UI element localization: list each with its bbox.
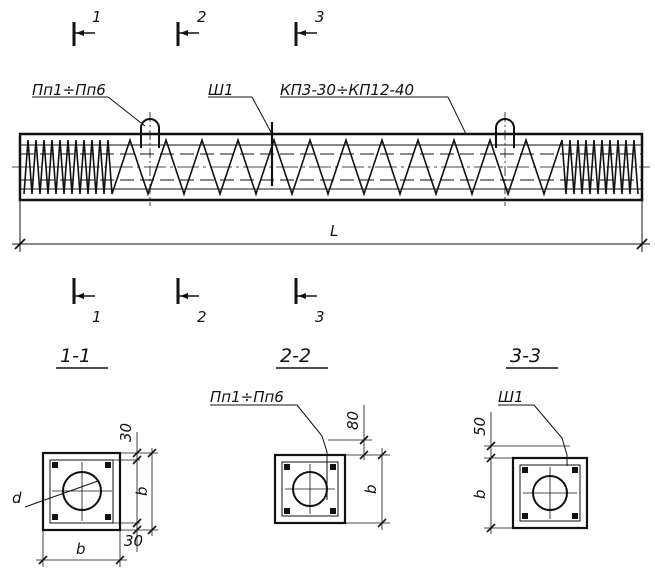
section-2-2: 2-2 Пп1÷Пп6 80 b [210,345,390,530]
cut-mark-label: 3 [315,308,325,326]
dim-top-80: 80 [344,411,362,430]
lifting-loop-right [485,112,525,206]
side-b-right: b [362,484,380,494]
callout-spiral-cages: КП3-30÷КП12-40 [280,81,414,99]
cut-mark-label: 1 [92,8,102,26]
cut-mark-label: 2 [197,8,207,26]
dim-bottom-30: 30 [124,532,143,550]
cut-mark-bottom-3: 3 [294,278,325,326]
cut-mark-bottom-1: 1 [72,278,102,326]
cut-mark-top-2: 2 [176,8,207,46]
cut-mark-label: 1 [92,308,102,326]
diameter-label: d [12,489,22,507]
side-b-right: b [133,486,151,496]
cut-mark-label: 2 [197,308,207,326]
section-3-3: 3-3 Ш1 50 b [471,345,589,534]
cut-mark-top-1: 1 [72,8,102,46]
side-b-left: b [471,489,489,499]
cut-mark-top-3: 3 [294,8,325,46]
dim-top-50: 50 [471,417,489,436]
section-title: 2-2 [280,345,311,367]
pile-elevation [12,132,650,202]
section-1-1: 1-1 d 30 30 b b [12,345,158,567]
callout-lift-loops: Пп1÷Пп6 [210,388,284,406]
length-dimension: L [12,200,650,252]
callout-lift-loops: Пп1÷Пп6 [32,81,106,99]
side-b-bottom: b [76,540,86,558]
section-title: 3-3 [510,345,541,367]
cut-mark-bottom-2: 2 [176,278,207,326]
callout-pin: Ш1 [208,81,234,99]
lifting-loop-left [130,112,170,206]
dim-top-30: 30 [117,423,135,442]
section-title: 1-1 [60,345,91,367]
cut-mark-label: 3 [315,8,325,26]
callout-pin: Ш1 [498,388,524,406]
length-label: L [330,222,338,240]
